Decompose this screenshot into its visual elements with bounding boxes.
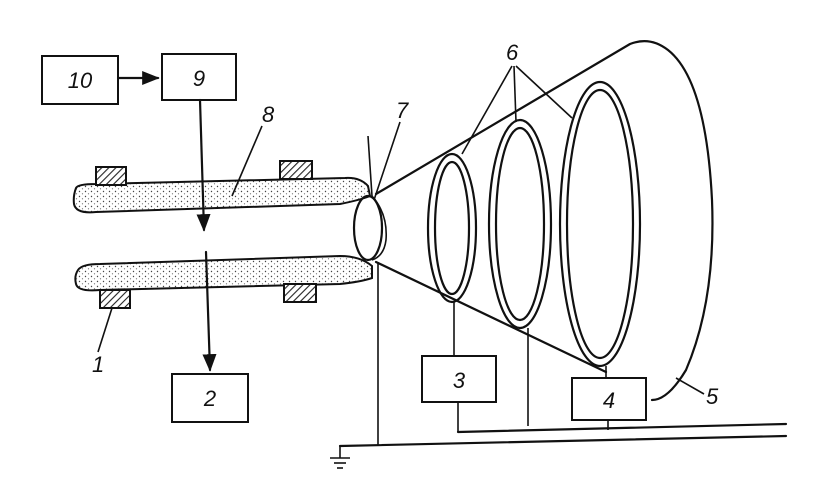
- beam-arrow-in: [196, 98, 211, 232]
- bus-upper: [456, 422, 788, 434]
- callout-8-leader: [231, 125, 263, 197]
- callout-6-label: 6: [506, 40, 519, 65]
- magnet-upper-left: [95, 166, 127, 186]
- callout-8-label: 8: [262, 102, 275, 127]
- block-2-label: 2: [203, 386, 216, 411]
- block-4-label: 4: [603, 388, 615, 413]
- ring-3: [558, 80, 642, 368]
- cone-chamber: [374, 39, 714, 402]
- callout-1-label: 1: [92, 352, 104, 377]
- callout-6-leader-a: [461, 65, 513, 155]
- block-3-label: 3: [453, 368, 466, 393]
- block-4: 4: [571, 377, 647, 421]
- block-9: 9: [161, 53, 237, 101]
- ring-1: [426, 152, 478, 304]
- callout-5-leader: [675, 377, 705, 395]
- ground-icon: [330, 446, 350, 469]
- beam-arrow-out: [202, 250, 217, 372]
- aperture-disk: [352, 194, 384, 262]
- magnet-lower-left: [99, 289, 131, 309]
- block-3: 3: [421, 355, 497, 403]
- magnet-upper-right: [279, 160, 313, 180]
- block-2: 2: [171, 373, 249, 423]
- callout-5-label: 5: [706, 384, 719, 409]
- magnet-lower-right: [283, 283, 317, 303]
- aperture-rim: [371, 195, 388, 261]
- block-10-label: 10: [68, 68, 93, 93]
- block-9-label: 9: [193, 66, 205, 91]
- callout-7-label: 7: [396, 98, 409, 123]
- ring-2: [487, 118, 553, 330]
- callout-7-leader: [373, 121, 401, 201]
- callout-6-leader-b: [513, 65, 517, 123]
- callout-6-leader-c: [515, 65, 573, 119]
- cone-lower-edge: [374, 260, 608, 374]
- callout-1-leader: [97, 307, 113, 353]
- lower-tube: [74, 254, 373, 292]
- block-10: 10: [41, 55, 119, 105]
- aperture-probe: [367, 135, 373, 197]
- bus-lower: [338, 434, 788, 448]
